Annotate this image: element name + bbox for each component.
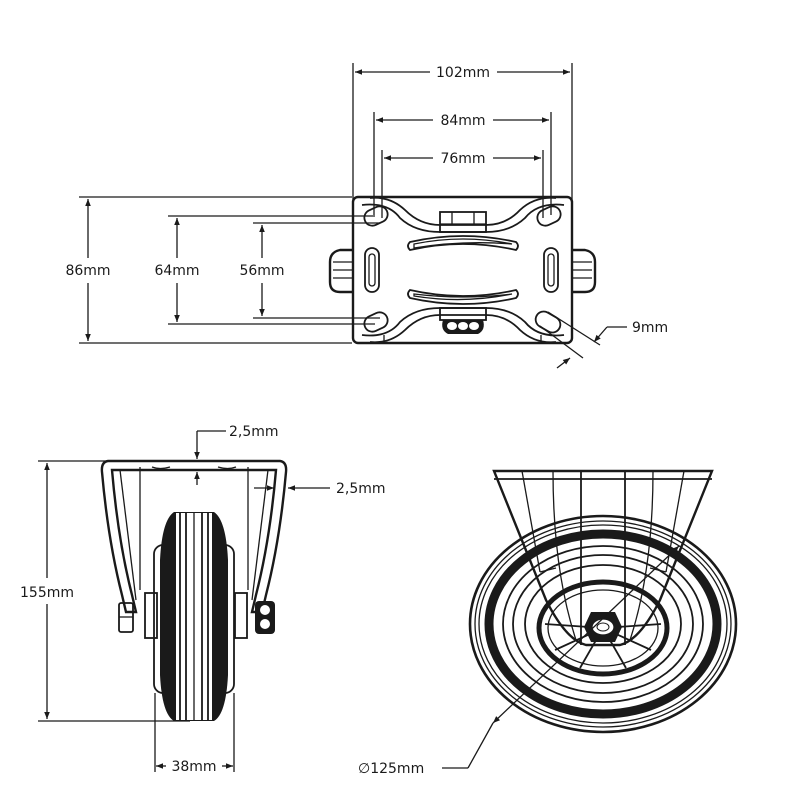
top-view: 102mm 84mm 76mm 86mm 64mm 56mm	[65, 63, 668, 369]
dimension-wheel-width: 38mm	[154, 693, 235, 775]
bolt-hole-width-label: 9mm	[632, 320, 668, 336]
dimension-bolt-spacing-outer-y: 64mm	[154, 218, 200, 322]
mounting-plate	[328, 195, 597, 345]
front-view: 155mm	[20, 424, 386, 775]
overall-height-label: 155mm	[20, 585, 74, 601]
bolt-spacing-outer-y-label: 64mm	[154, 263, 199, 279]
bolt-hole-bottom-left	[363, 311, 389, 333]
dimension-top-plate-thickness: 2,5mm	[194, 424, 279, 485]
fork-bracket	[100, 459, 288, 614]
curved-slots	[407, 235, 519, 305]
top-plate-thickness-label: 2,5mm	[229, 424, 279, 440]
wheel-tire	[160, 512, 228, 721]
plate-depth-label: 86mm	[65, 263, 110, 279]
plate-width-label: 102mm	[436, 65, 490, 81]
axle-nut-right	[255, 601, 275, 634]
dimension-side-wall-thickness: 2,5mm	[254, 481, 386, 497]
bolt-spacing-inner-y-label: 56mm	[239, 263, 284, 279]
dimension-plate-width: 102mm	[355, 65, 570, 81]
side-view: ∅125mm	[358, 469, 738, 777]
bolt-hole-top-right	[536, 205, 562, 227]
side-slots	[364, 247, 559, 293]
axle-nut-left	[118, 602, 134, 633]
wheel-diameter-value: 125mm	[370, 761, 424, 777]
dimension-overall-height: 155mm	[20, 460, 190, 722]
bolt-hole-top-left	[363, 205, 389, 227]
dimension-bolt-spacing-inner-x: 76mm	[384, 151, 541, 167]
dimension-bolt-spacing-inner-y: 56mm	[239, 225, 285, 316]
axle-nut-side	[584, 612, 622, 642]
wheel-diameter-label: ∅125mm	[358, 761, 424, 777]
dimension-bolt-spacing-outer-x: 84mm	[376, 113, 549, 129]
dimension-plate-depth: 86mm	[65, 199, 111, 341]
diameter-symbol: ∅	[358, 761, 370, 777]
dimension-bolt-hole-width: 9mm	[539, 311, 668, 369]
extension-lines	[79, 63, 573, 344]
bolt-spacing-outer-x-label: 84mm	[440, 113, 485, 129]
dimension-wheel-diameter: ∅125mm	[358, 545, 680, 777]
side-wall-thickness-label: 2,5mm	[336, 481, 386, 497]
bolt-spacing-inner-x-label: 76mm	[440, 151, 485, 167]
wheel-width-label: 38mm	[171, 759, 216, 775]
